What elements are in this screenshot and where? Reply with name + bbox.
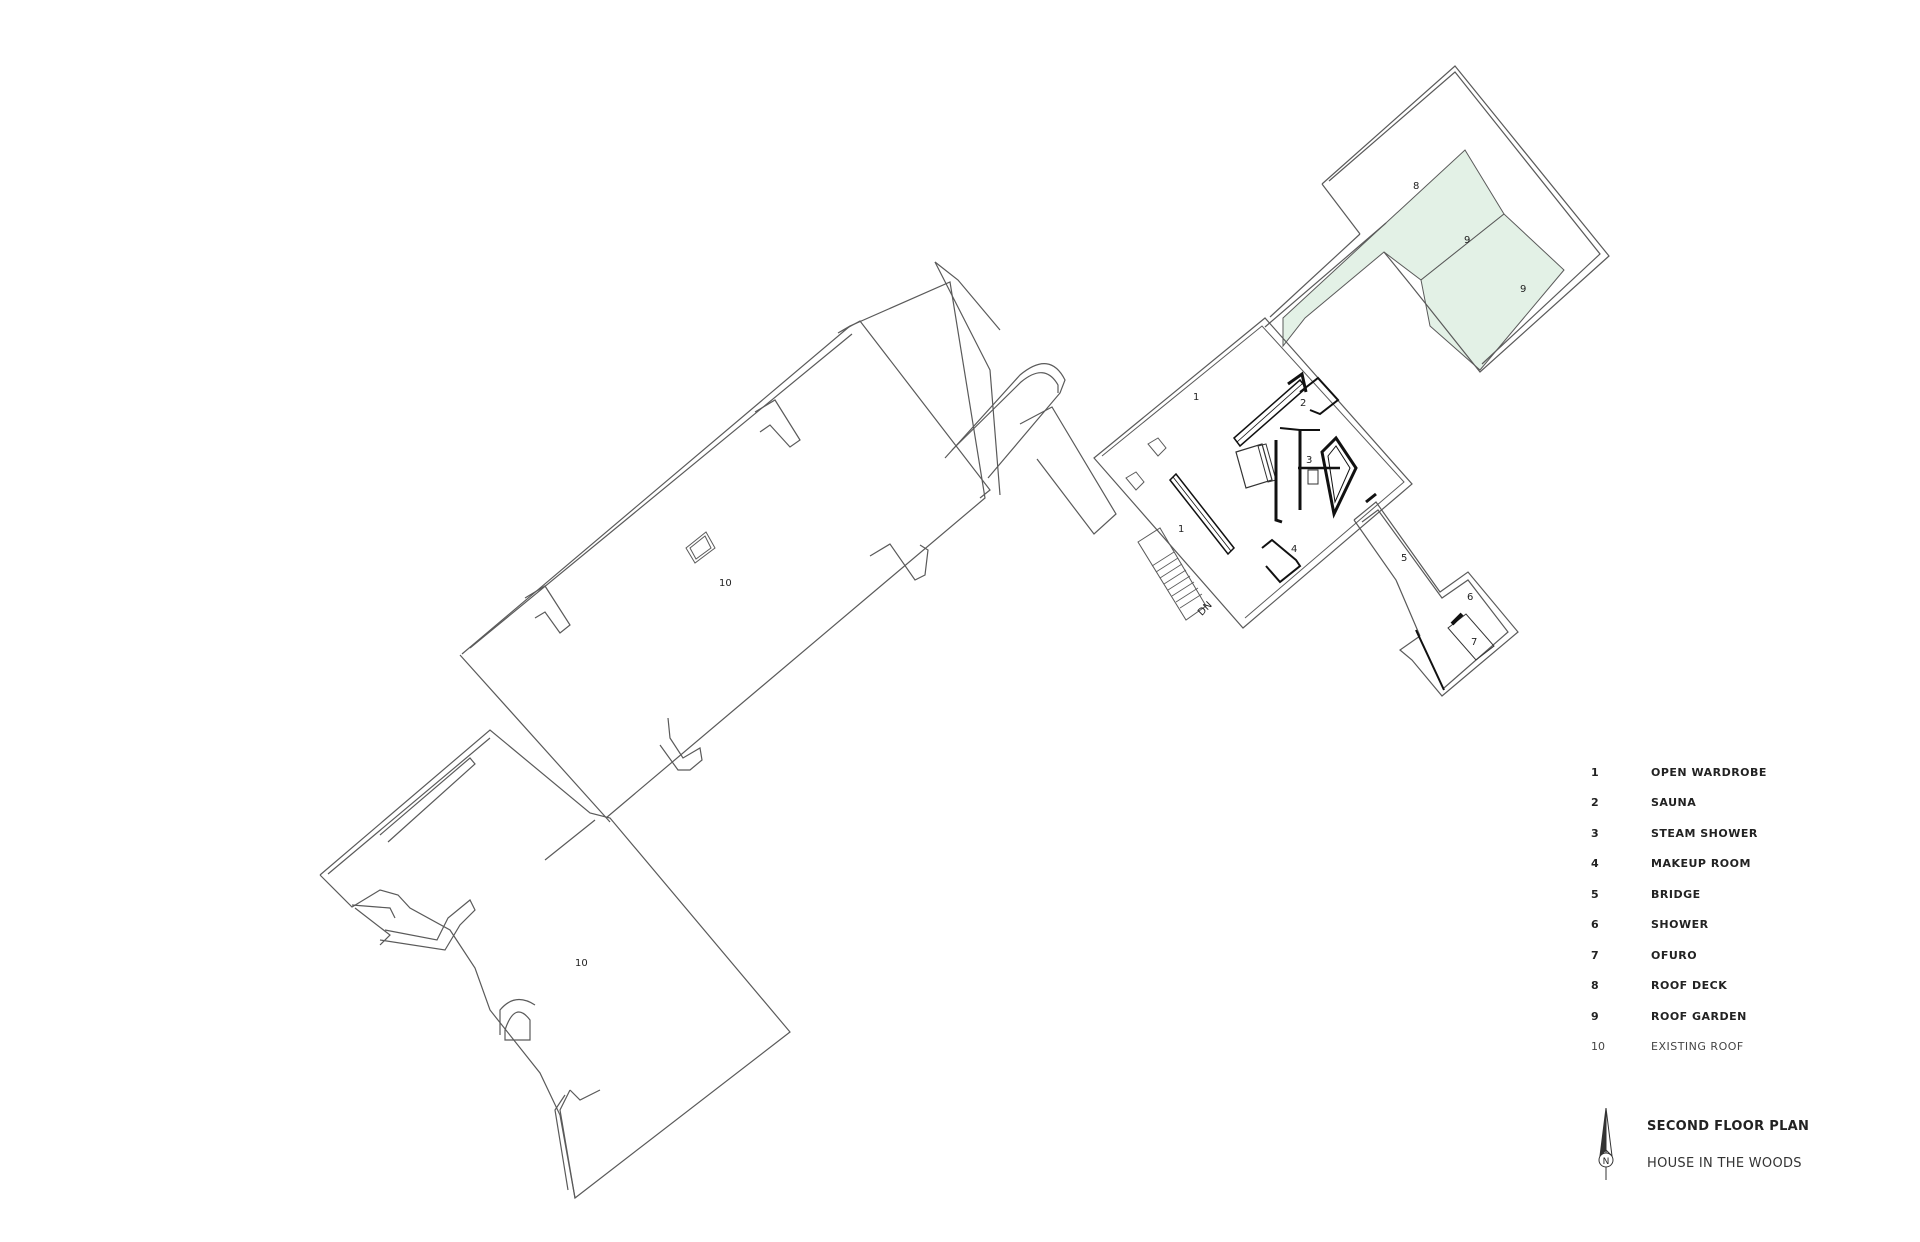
- room-label-10a: 10: [719, 578, 732, 589]
- legend-item: 4 MAKEUP ROOM: [1589, 849, 1889, 880]
- north-label: N: [1603, 1157, 1610, 1167]
- roof-garden-lower: [1420, 213, 1565, 371]
- legend-number: 8: [1591, 979, 1599, 993]
- legend-item: 10 EXISTING ROOF: [1589, 1032, 1889, 1063]
- legend-number: 2: [1591, 796, 1599, 810]
- room-label-2: 2: [1300, 398, 1306, 409]
- stair-label: DN: [1196, 600, 1215, 619]
- legend-item: 5 BRIDGE: [1589, 879, 1889, 910]
- room-label-4: 4: [1291, 544, 1297, 555]
- legend-label: MAKEUP ROOM: [1651, 857, 1751, 871]
- legend-label: ROOF DECK: [1651, 979, 1728, 993]
- existing-roof-main: [459, 261, 1117, 861]
- legend-item: 7 OFURO: [1589, 940, 1889, 971]
- legend-label: STEAM SHOWER: [1651, 826, 1758, 840]
- legend-number: 7: [1591, 948, 1599, 962]
- legend-label: SAUNA: [1651, 796, 1697, 810]
- legend-item: 3 STEAM SHOWER: [1589, 818, 1889, 849]
- legend-label: OPEN WARDROBE: [1651, 765, 1767, 779]
- legend-number: 1: [1591, 765, 1599, 779]
- room-label-1a: 1: [1193, 392, 1199, 403]
- north-arrow-icon: N: [1598, 1107, 1614, 1180]
- plan-title: SECOND FLOOR PLAN: [1647, 1119, 1810, 1134]
- legend-item: 8 ROOF DECK: [1589, 971, 1889, 1002]
- legend-number: 4: [1591, 857, 1599, 871]
- master-suite: [1093, 317, 1413, 629]
- legend-item: 6 SHOWER: [1589, 910, 1889, 941]
- room-label-5: 5: [1401, 553, 1407, 564]
- legend-number: 5: [1591, 887, 1599, 901]
- room-labels: 1 1 2 3 4 5 6 7 8 9 9 10 10 DN: [575, 181, 1526, 969]
- legend-number: 6: [1591, 918, 1599, 932]
- roof-garden-areas: [1282, 149, 1565, 371]
- room-label-9b: 9: [1520, 284, 1526, 295]
- legend-label: EXISTING ROOF: [1651, 1040, 1744, 1054]
- legend-label: BRIDGE: [1651, 887, 1701, 901]
- legend-item: 2 SAUNA: [1589, 788, 1889, 819]
- room-label-10b: 10: [575, 958, 588, 969]
- legend-item: 1 OPEN WARDROBE: [1589, 757, 1889, 788]
- bridge-and-tower: [1353, 492, 1519, 697]
- title-block: N SECOND FLOOR PLAN HOUSE IN THE WOODS: [1576, 1104, 1896, 1184]
- legend-label: ROOF GARDEN: [1651, 1009, 1747, 1023]
- legend-label: SHOWER: [1651, 918, 1709, 932]
- room-label-3: 3: [1306, 455, 1312, 466]
- plan-subtitle: HOUSE IN THE WOODS: [1647, 1156, 1802, 1171]
- room-label-9a: 9: [1464, 235, 1470, 246]
- room-label-1b: 1: [1178, 524, 1184, 535]
- roof-garden-strip: [1282, 149, 1505, 348]
- room-label-7: 7: [1471, 637, 1477, 648]
- existing-roof-lower: [319, 729, 791, 1200]
- legend-number: 10: [1591, 1040, 1605, 1054]
- legend-number: 3: [1591, 826, 1599, 840]
- legend-item: 9 ROOF GARDEN: [1589, 1001, 1889, 1032]
- room-label-6: 6: [1467, 592, 1473, 603]
- legend-number: 9: [1591, 1009, 1599, 1023]
- legend-label: OFURO: [1651, 948, 1698, 962]
- room-label-8: 8: [1413, 181, 1419, 192]
- roof-deck: [1264, 65, 1610, 373]
- legend: 1 OPEN WARDROBE 2 SAUNA 3 STEAM SHOWER 4…: [1589, 757, 1889, 1062]
